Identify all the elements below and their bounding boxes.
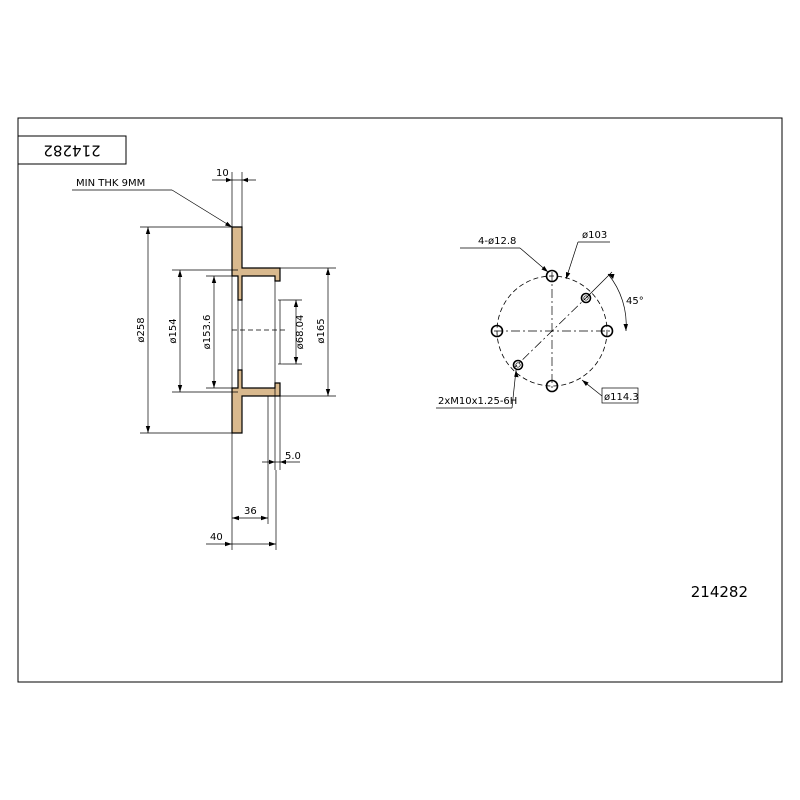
dim-total-height: 40 — [210, 532, 223, 543]
dim-hat-inner-diameter: ø153.6 — [202, 315, 213, 350]
arrow-36-left — [232, 515, 239, 521]
leader-min-thk — [171, 189, 233, 228]
arrow-153-top — [211, 276, 217, 283]
arrow-165-top — [325, 268, 331, 275]
center-line-diagonal — [513, 293, 591, 369]
arrow-36-right — [261, 515, 268, 521]
dim-hub-step: 5.0 — [285, 451, 301, 462]
threaded-hole-lower — [512, 359, 524, 371]
arrow-thread — [514, 370, 519, 378]
holes-note: 4-ø12.8 — [478, 236, 516, 247]
arrow-68-top — [293, 300, 299, 307]
title-part-number: 214282 — [43, 142, 100, 160]
pcd-outer-label: ø114.3 — [604, 392, 639, 403]
bolt-pattern-view: 45° 4-ø12.8 ø103 2xM10x1.25-6H ø114.3 — [436, 230, 644, 409]
arrow-5-left — [269, 459, 275, 465]
arrow-40-right — [269, 541, 276, 547]
arrow-min-thk — [225, 221, 232, 227]
arrow-154-bottom — [177, 385, 183, 392]
pcd-inner-label: ø103 — [582, 230, 607, 241]
threaded-hole-upper — [580, 292, 592, 304]
arrow-angle-top — [608, 274, 615, 279]
section-view: 10 MIN THK 9MM ø258 ø154 ø153.6 ø68 — [72, 168, 336, 550]
threaded-note: 2xM10x1.25-6H — [438, 396, 517, 407]
angle-label: 45° — [626, 296, 644, 307]
arrow-pcd-inner — [566, 272, 571, 279]
pcd-outer-box — [601, 387, 639, 404]
footer-part-number: 214282 — [691, 583, 748, 601]
arrow-thk-left — [226, 177, 232, 183]
bolt-hole-left — [490, 324, 504, 338]
section-upper — [231, 226, 281, 301]
arrow-165-bottom — [325, 389, 331, 396]
sheet-border — [17, 117, 783, 683]
arrow-154-top — [177, 270, 183, 277]
arrow-thk-right — [242, 177, 248, 183]
dim-hub-diameter: ø165 — [316, 318, 327, 343]
arrow-holes — [541, 266, 548, 272]
arrow-pcd-outer — [582, 380, 589, 386]
threaded-hole-lower-core — [515, 362, 521, 368]
section-lower — [231, 369, 281, 434]
angle-ref-line — [585, 271, 613, 299]
arrow-68-bottom — [293, 357, 299, 364]
dim-outer-diameter: ø258 — [136, 317, 147, 342]
arrow-5-right — [280, 459, 286, 465]
bolt-hole-top — [545, 269, 559, 283]
title-block-frame — [17, 135, 127, 165]
arrow-258-top — [145, 227, 151, 234]
angle-arc — [607, 273, 627, 332]
arrow-153-bottom — [211, 381, 217, 388]
dim-hat-outer-diameter: ø154 — [168, 318, 179, 343]
dim-hat-depth: 36 — [244, 506, 257, 517]
bolt-hole-bottom — [545, 379, 559, 393]
arrow-40-left — [225, 541, 232, 547]
threaded-hole-upper-core — [583, 295, 589, 301]
bolt-hole-right — [600, 324, 614, 338]
dim-center-bore: ø68.04 — [295, 315, 306, 350]
min-thickness-note: MIN THK 9MM — [76, 178, 145, 189]
dim-thickness: 10 — [216, 168, 229, 179]
title-block: 214282 — [17, 135, 127, 165]
arrow-258-bottom — [145, 426, 151, 433]
arrow-angle-bottom — [623, 324, 628, 331]
